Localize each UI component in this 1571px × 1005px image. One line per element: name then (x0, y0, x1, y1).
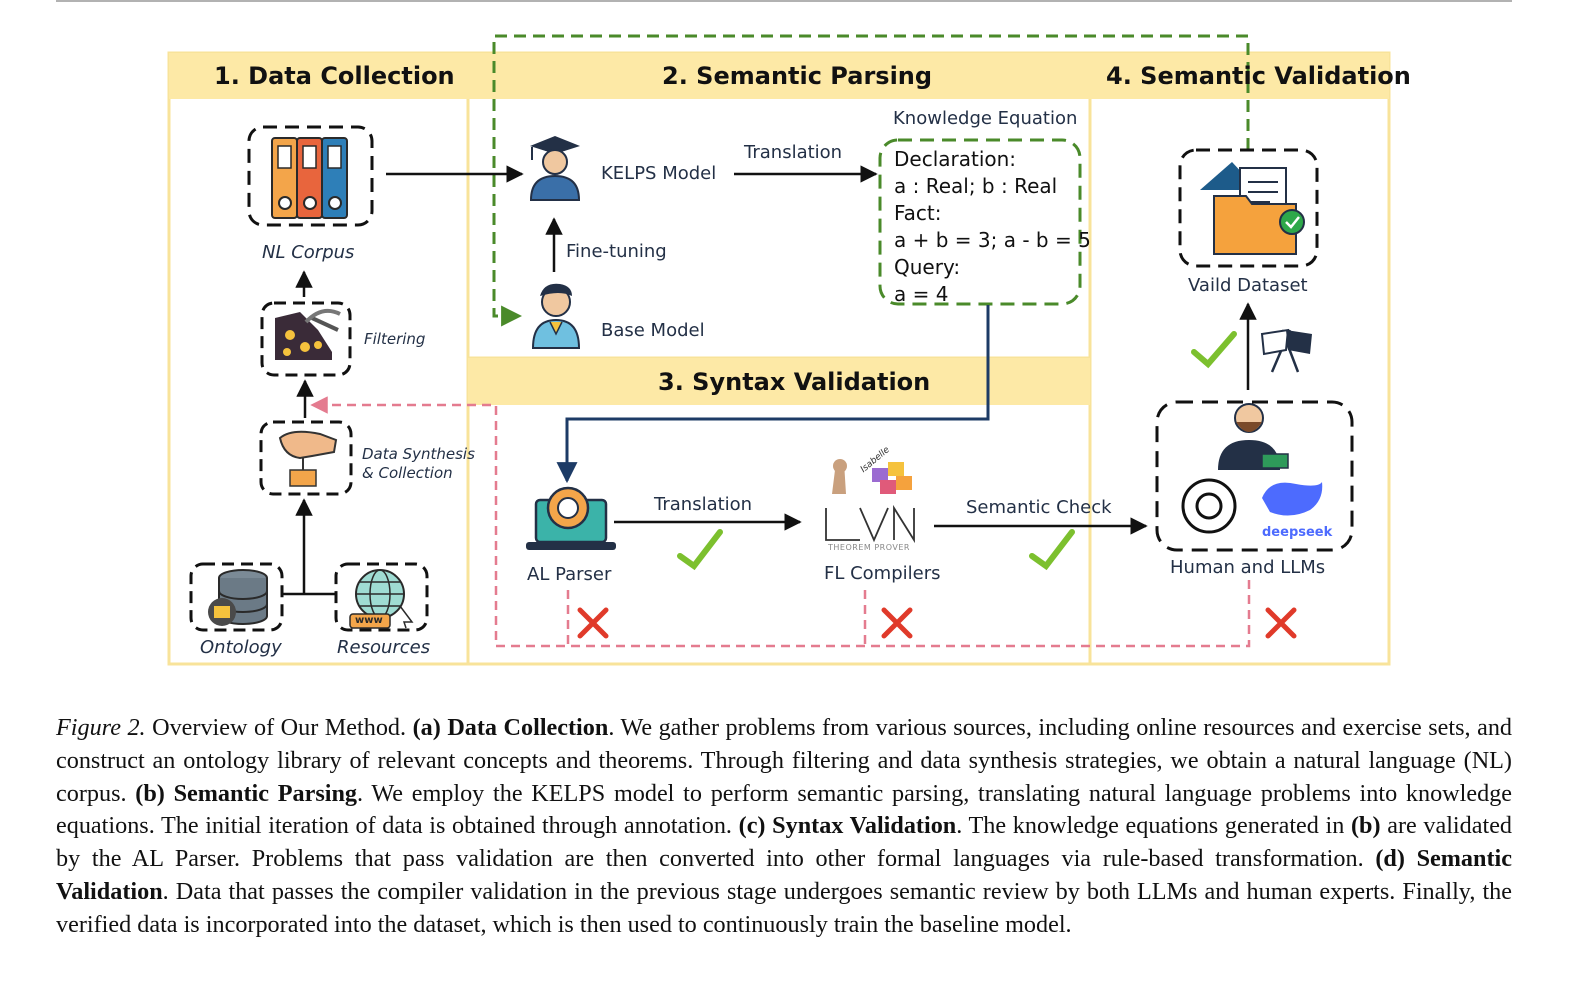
caption-text: . The knowledge equations generated in (956, 812, 1345, 840)
section-title-data-collection: 1. Data Collection (214, 62, 455, 90)
ontology-icon (189, 562, 284, 632)
header-semantic-validation (1090, 53, 1389, 99)
base-model-label: Base Model (601, 320, 705, 341)
lean-subtitle: THEOREM PROVER (828, 543, 910, 552)
filtering-icon (260, 301, 352, 377)
caption-section-name: Semantic Parsing (173, 779, 358, 807)
kelps-model-icon (529, 136, 581, 201)
semantic-check-label: Semantic Check (966, 497, 1112, 518)
caption-text: are validated by the AL Parser. Problems… (56, 812, 1513, 873)
sources-to-synthesis-arrow (282, 500, 336, 596)
valid-dataset-label: Vaild Dataset (1188, 275, 1308, 296)
translation-top-label: Translation (744, 142, 843, 163)
equation-line: Fact: (894, 201, 942, 225)
nl-corpus-label: NL Corpus (262, 242, 355, 263)
caption-text: . We employ the KELPS model to perform s… (56, 779, 1513, 840)
retrain-feedback-loop (492, 34, 1250, 327)
al-parser-label: AL Parser (527, 564, 612, 585)
base-model-icon (531, 283, 581, 349)
fl-compilers-icon (825, 459, 915, 544)
filtering-label: Filtering (364, 330, 426, 348)
caption-text: . Data that passes the compiler validati… (56, 877, 1512, 938)
knowledge-equation-title: Knowledge Equation (893, 108, 1078, 129)
header-syntax-validation (468, 358, 1090, 405)
check-icon (677, 529, 723, 571)
translation-bottom-label: Translation (654, 494, 753, 515)
caption-section-name: Syntax Validation (772, 812, 957, 840)
caption-tag: (a) (412, 714, 441, 741)
check-icon (1191, 331, 1237, 369)
cross-icon (1265, 607, 1297, 639)
cross-icon (881, 607, 913, 639)
equation-line: a = 4 (894, 282, 949, 306)
equation-line: Query: (894, 255, 961, 279)
caption-text: . We gather problems from various source… (56, 714, 1513, 807)
caption-tag: (d) (1375, 845, 1405, 873)
valid-dataset-icon (1178, 148, 1319, 268)
section-title-semantic-validation: 4. Semantic Validation (1106, 62, 1411, 90)
ontology-label: Ontology (200, 637, 282, 658)
cross-icon (577, 607, 609, 639)
caption-tag: (c) (738, 812, 766, 840)
deepseek-logo-text: deepseek (1262, 525, 1333, 540)
resources-icon (334, 562, 429, 632)
data-synthesis-label-line2: & Collection (362, 464, 453, 482)
al-parser-icon (526, 486, 616, 550)
caption-section-name: Semantic Validation (56, 845, 1512, 905)
human-llms-icon (1155, 400, 1354, 552)
fine-tuning-label: Fine-tuning (566, 241, 667, 262)
header-semantic-parsing (468, 53, 1090, 99)
check-icon (1029, 529, 1075, 571)
panels (167, 51, 1391, 666)
knowledge-equation-content: Declaration: a : Real; b : Real Fact: a … (894, 146, 1091, 308)
caption-section-name: Data Collection (447, 714, 609, 741)
section-title-semantic-parsing: 2. Semantic Parsing (662, 62, 933, 90)
equation-line: a + b = 3; a - b = 5 (894, 228, 1091, 252)
resources-label: Resources (337, 637, 431, 658)
figure-caption: Figure 2. Overview of Our Method. (a) Da… (56, 712, 1512, 942)
header-data-collection (169, 53, 468, 99)
equation-to-parser-arrow (556, 305, 990, 484)
equation-line: a : Real; b : Real (894, 174, 1058, 198)
caption-figure-number: Figure 2. (56, 714, 146, 741)
caption-tag: (b) (135, 779, 165, 807)
kelps-model-label: KELPS Model (601, 163, 717, 184)
data-synthesis-label-line1: Data Synthesis (362, 445, 475, 463)
fl-compilers-label: FL Compilers (824, 563, 941, 584)
www-text: www (355, 615, 383, 626)
rejection-loop (312, 405, 1251, 648)
section-title-syntax-validation: 3. Syntax Validation (658, 368, 931, 396)
equation-line: Declaration: (894, 147, 1017, 171)
checkered-flags-icon (1260, 328, 1312, 373)
method-diagram (56, 0, 1512, 666)
nl-corpus-icon (247, 125, 374, 227)
knowledge-equation-box (878, 138, 1082, 306)
caption-intro: Overview of Our Method. (152, 714, 407, 741)
data-synthesis-icon (259, 420, 353, 496)
caption-reference: (b) (1350, 812, 1381, 840)
human-llms-label: Human and LLMs (1170, 557, 1326, 578)
